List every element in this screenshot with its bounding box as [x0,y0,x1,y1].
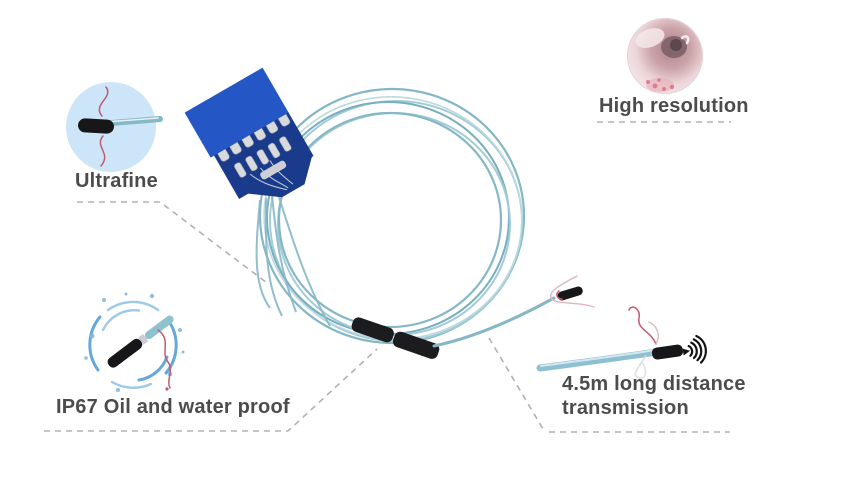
ultrafine-image [66,82,163,172]
high-resolution-label: High resolution [599,95,749,117]
water-splash-image [84,292,185,392]
camera-tip [557,286,583,301]
transmitter-tip [651,344,684,360]
ultrafine-cable [109,116,163,126]
leader-line-transmission [488,337,730,433]
cable-bundle [255,193,331,327]
waterproof-label: IP67 Oil and water proof [56,396,290,418]
leader-line-waterproof [44,348,378,432]
waterproof-probe [107,315,174,368]
ultrafine-probe [78,118,114,134]
usb-connector [184,67,314,199]
cable-sleeve [351,317,440,359]
tissue-speckles [646,78,675,91]
wifi-signal-icon [682,334,707,364]
high-resolution-image [627,18,703,94]
leader-line-ultrafine [77,201,268,284]
ultrafine-label: Ultrafine [75,170,158,192]
tail-wire [550,275,595,308]
transmission-label: 4.5m long distance transmission [562,373,746,419]
cable-tail [432,275,595,348]
transmission-cable-image [536,306,707,379]
